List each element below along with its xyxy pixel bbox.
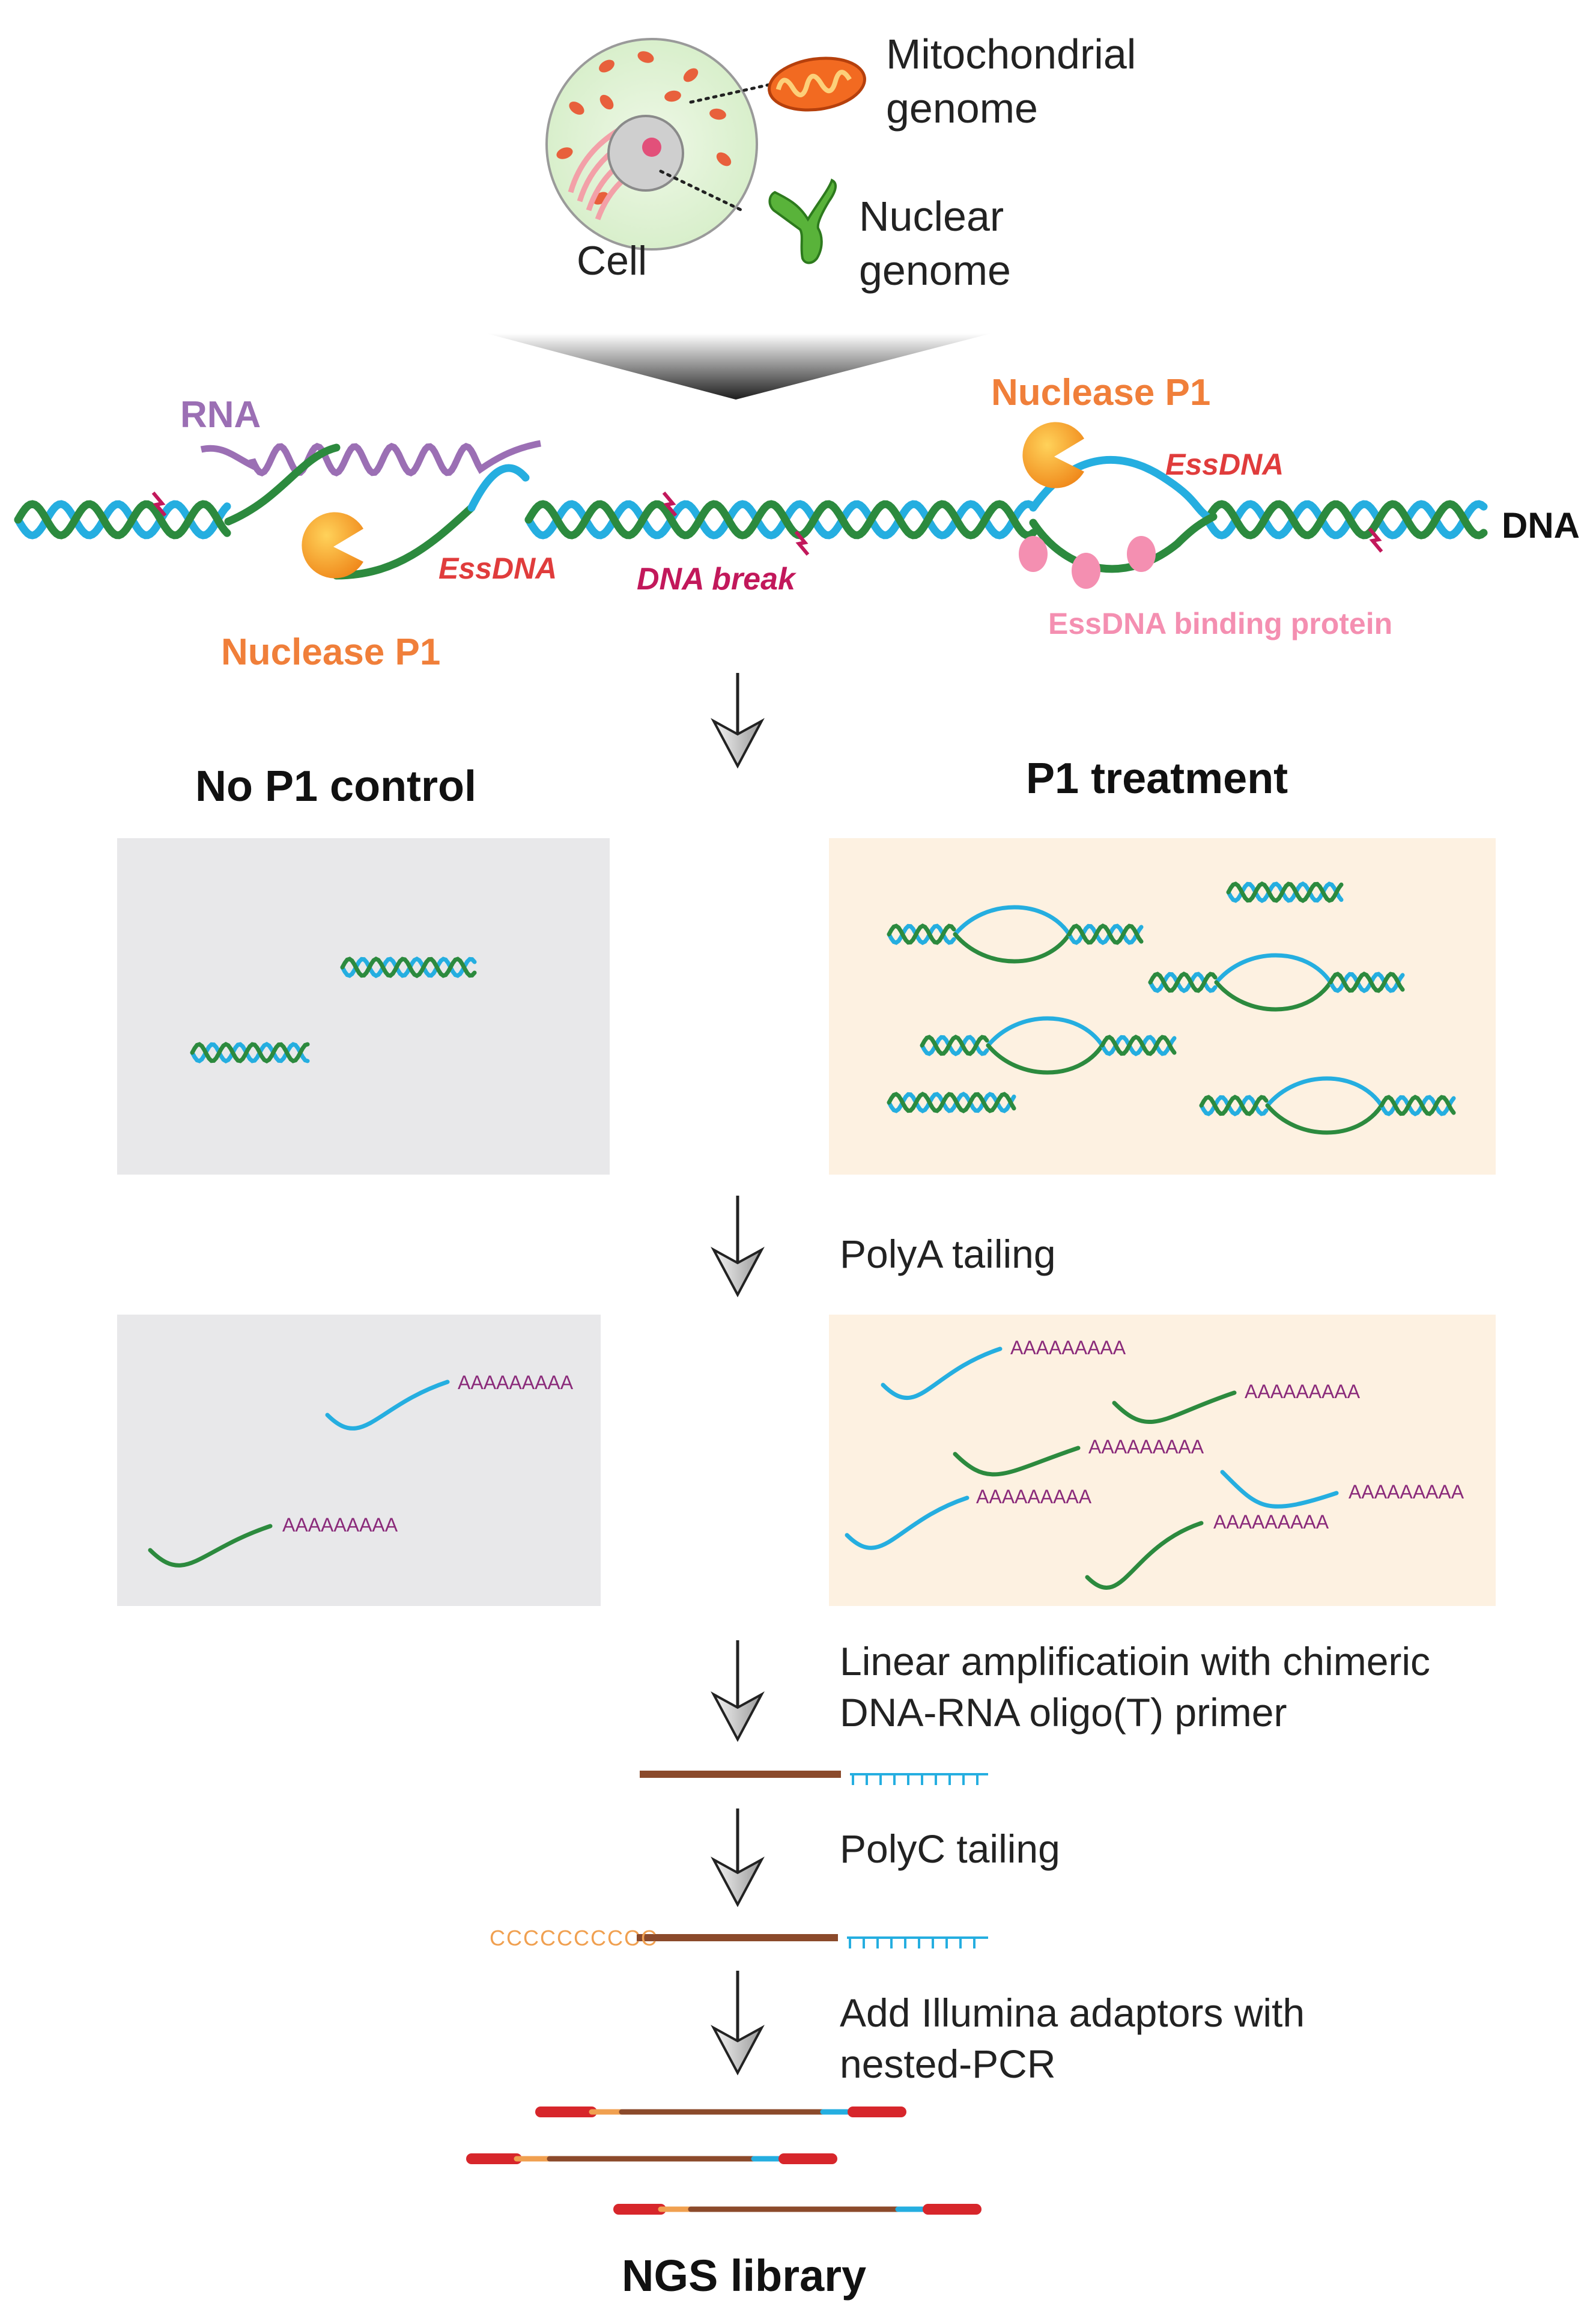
- rna-label: RNA: [180, 394, 261, 436]
- dna-strand-blue: [986, 1016, 1105, 1048]
- dna-strand-green: [1214, 980, 1333, 1012]
- dna-strand-green: [887, 923, 956, 945]
- mito-genome-label-line1: Mitochondrial: [886, 31, 1136, 78]
- treatment-title: P1 treatment: [1026, 755, 1288, 803]
- dna-strand-green: [14, 500, 231, 540]
- dna-break-marks: [151, 491, 1383, 556]
- dna-strand-blue: [1379, 1095, 1456, 1116]
- chromosome-icon: [768, 178, 837, 264]
- dna-strand-green: [1085, 1521, 1204, 1590]
- dna-strand-blue: [340, 957, 477, 978]
- dna-break-label: DNA break: [637, 562, 795, 597]
- dna-strand-green: [1112, 1390, 1237, 1425]
- dna-strand-blue: [1328, 972, 1405, 993]
- dna-double-helix: [14, 500, 1488, 540]
- dna-label: DNA: [1502, 505, 1580, 546]
- mito-genome-label-line2: genome: [886, 85, 1038, 132]
- dna-strand-green: [887, 1092, 1016, 1113]
- polya-tail-label: AAAAAAAAA: [1213, 1511, 1329, 1533]
- binding-proteins: [1019, 536, 1156, 589]
- step-arrow-3: [711, 1640, 765, 1742]
- dna-strand-green: [190, 1042, 310, 1063]
- cell-label: Cell: [577, 238, 648, 284]
- mito-pointer: [689, 82, 774, 104]
- dna-strand-blue: [881, 1346, 1003, 1400]
- dna-strand-green: [1265, 1103, 1384, 1135]
- dna-strand-green: [986, 1043, 1105, 1075]
- control-panel-1: [117, 838, 610, 1175]
- rna-strand: [200, 440, 541, 477]
- ngs-library-fragments: [466, 2107, 982, 2215]
- nuclease-p1-right-icon: [1022, 422, 1084, 488]
- dna-strand-blue: [1220, 1470, 1339, 1509]
- control-panel-2: [117, 1315, 601, 1606]
- essdna-right-label: EssDNA: [1165, 448, 1284, 481]
- step-arrow-1: [711, 673, 765, 769]
- panel-fragments: [148, 881, 1456, 1590]
- dna-strand-green: [1148, 972, 1218, 993]
- polya-tail-label: AAAAAAAAA: [1088, 1436, 1204, 1458]
- dna-strand-green: [524, 500, 1037, 540]
- step-linear-amplification-line1: Linear amplificatioin with chimeric: [840, 1639, 1431, 1684]
- cell-nucleolus: [642, 138, 661, 157]
- ngs-library-title: NGS library: [622, 2251, 867, 2301]
- treatment-panel-2: [829, 1315, 1496, 1606]
- dna-strand-green: [953, 932, 1072, 964]
- polya-tail-label: AAAAAAAAA: [1245, 1381, 1361, 1402]
- dna-strand-blue: [953, 905, 1072, 937]
- nuclear-genome-label-line2: genome: [859, 247, 1011, 294]
- dna-strand-blue: [1265, 1076, 1384, 1108]
- dna-strand-green: [1328, 972, 1405, 993]
- nuclear-genome-label-line1: Nuclear: [859, 193, 1004, 240]
- polya-tail-label: AAAAAAAAA: [1349, 1481, 1464, 1503]
- polya-tail-label: AAAAAAAAA: [1010, 1337, 1126, 1358]
- nucleus-pointer: [659, 169, 744, 212]
- step-arrow-5: [711, 1971, 765, 2076]
- treatment-panel-1: [829, 838, 1496, 1175]
- step-linear-amplification-line2: DNA-RNA oligo(T) primer: [840, 1690, 1287, 1735]
- step-arrow-2: [711, 1196, 765, 1298]
- step-adaptor-line2: nested-PCR: [840, 2042, 1056, 2086]
- dna-strand-blue: [14, 500, 231, 540]
- nuclease-p1-left-label: Nuclease P1: [221, 631, 441, 673]
- funnel-arrow: [487, 333, 991, 400]
- dna-strand-green: [1199, 1095, 1269, 1116]
- dna-strand-green: [1226, 881, 1344, 903]
- step-polya-tailing: PolyA tailing: [840, 1232, 1056, 1276]
- dna-strand-green: [1203, 500, 1488, 540]
- dna-strand-blue: [325, 1379, 450, 1431]
- dna-schematic: [14, 422, 1488, 589]
- cell-illustration: [545, 38, 866, 264]
- cell-mitochondria-dots: [556, 51, 732, 205]
- polya-tail-label: AAAAAAAAA: [282, 1514, 398, 1536]
- step-adaptor-line1: Add Illumina adaptors with: [840, 1991, 1305, 2035]
- dna-strand-blue: [1100, 1035, 1177, 1056]
- polyc-tail-label: CCCCCCCCCC: [490, 1926, 658, 1950]
- essdna-binding-protein-label: EssDNA binding protein: [1048, 607, 1393, 640]
- dna-strand-green: [1100, 1035, 1177, 1056]
- step-arrow-4: [711, 1808, 765, 1908]
- dna-strand-blue: [190, 1042, 310, 1063]
- dna-strand-blue: [845, 1495, 969, 1550]
- dna-strand-blue: [887, 1092, 1016, 1113]
- dna-strand-green: [953, 1446, 1081, 1477]
- dna-strand-green: [148, 1524, 273, 1568]
- dna-strand-blue: [1067, 923, 1144, 945]
- dna-strand-blue: [1214, 953, 1333, 985]
- dna-strand-green: [1379, 1095, 1456, 1116]
- mitochondrion-icon: [768, 56, 866, 112]
- dna-strand-green: [1067, 923, 1144, 945]
- essdna-left-label: EssDNA: [438, 552, 557, 585]
- step-polyc-tailing: PolyC tailing: [840, 1827, 1060, 1871]
- polya-tail-label: AAAAAAAAA: [976, 1486, 1092, 1507]
- linear-amplification-product: [640, 1771, 988, 1785]
- control-title: No P1 control: [195, 762, 477, 811]
- nuclease-p1-right-label: Nuclease P1: [991, 372, 1211, 413]
- nuclease-p1-left-icon: [302, 512, 363, 579]
- polya-tail-label: AAAAAAAAA: [458, 1372, 574, 1393]
- polyc-product: [637, 1934, 988, 1948]
- dna-strand-green: [920, 1035, 989, 1056]
- dna-strand-green: [340, 957, 477, 978]
